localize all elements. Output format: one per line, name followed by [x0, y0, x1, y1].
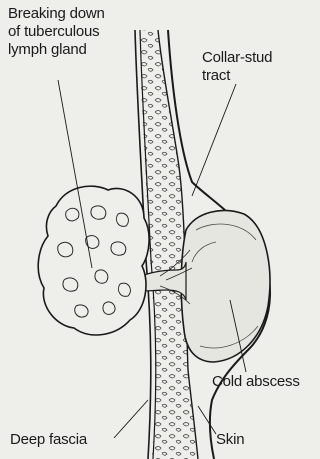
label-tract-line-2: tract	[202, 66, 230, 85]
label-deep-fascia: Deep fascia	[10, 430, 87, 449]
leader-skin	[198, 406, 216, 434]
label-gland-line-2: of tuberculous	[8, 22, 99, 41]
label-cold-abscess: Cold abscess	[212, 372, 300, 391]
lymph-gland	[38, 186, 149, 335]
leader-deep-fascia	[114, 400, 148, 438]
label-gland-line-1: Breaking down	[8, 4, 105, 23]
leader-tract	[192, 84, 236, 196]
label-gland-line-3: lymph gland	[8, 40, 87, 59]
label-tract-line-1: Collar-stud	[202, 48, 272, 67]
label-skin: Skin	[216, 430, 244, 449]
